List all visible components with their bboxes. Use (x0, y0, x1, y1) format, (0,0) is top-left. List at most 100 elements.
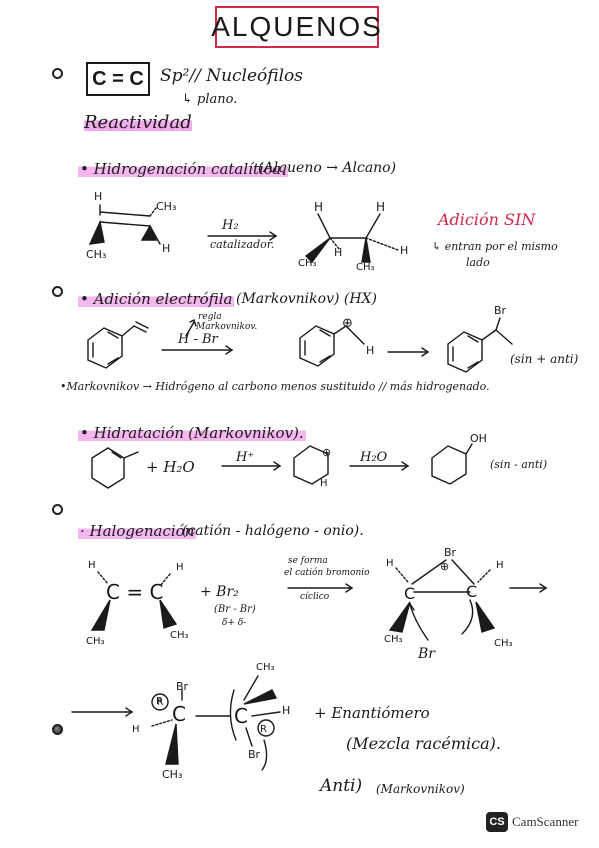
camscanner-brand: CamScanner (512, 814, 579, 829)
sin-anti-result: (sin + anti) (510, 352, 579, 366)
bromonium-plus: ⊕ (440, 560, 450, 573)
bromonium-note: se forma (288, 556, 328, 566)
reactividad-heading: Reactividad (84, 112, 192, 133)
partial-charges: δ+ δ- (222, 618, 247, 628)
ch3-label: CH₃ (162, 768, 183, 781)
adicion-sin-note: ↳ entran por el mismo (432, 240, 558, 253)
r-config-label: R (157, 698, 163, 708)
halogenacion-heading: · Halogenación (78, 522, 197, 540)
benzyl-cation-structure (299, 325, 365, 367)
adicion-electrofila-heading: • Adición electrófila (78, 290, 235, 308)
h-label: H (314, 200, 324, 214)
anti-note: Anti) (320, 776, 363, 796)
adicion-sin-title: Adición SIN (438, 210, 536, 229)
enantiomer-note: + Enantiómero (314, 704, 430, 722)
markovnikov-note: (Markovnikov) (376, 782, 465, 796)
ch3-label: CH₃ (384, 634, 403, 645)
bromonium-ion-structure (388, 559, 496, 641)
reaction-arrow (71, 707, 134, 717)
arrow-top-label: H⁺ (236, 450, 255, 465)
br-label: Br (494, 304, 507, 317)
binder-hole (52, 286, 63, 297)
ch3-label: CH₃ (256, 662, 275, 673)
carbon-label: C (234, 704, 248, 728)
carbocation-plus: ⊕ (342, 316, 353, 331)
styrene-structure (87, 321, 149, 369)
regla-note: regla (198, 312, 222, 322)
reaction-arrow (207, 231, 278, 241)
h-label: H (132, 724, 140, 735)
sin-anti-result: (sin - anti) (490, 458, 548, 471)
plus-water: + H₂O (146, 458, 195, 476)
ch3-label: CH₃ (298, 258, 317, 269)
carbon-label: C (172, 702, 186, 726)
carbon-label: C (466, 582, 478, 601)
reaction-arrow (509, 583, 548, 593)
reaction-arrow (161, 319, 234, 355)
halogenacion-suffix: (catión - halógeno - onio). (182, 523, 364, 539)
bromonium-note: el catión bromonio (284, 568, 370, 578)
br-label: Br (248, 748, 261, 761)
r-config-label: R (260, 724, 267, 735)
h-label: H (400, 244, 409, 257)
binder-hole (52, 724, 63, 735)
bromonium-br: Br (444, 546, 457, 559)
reaction-arrow (387, 347, 430, 357)
hidrogenacion-suffix: (Alqueno → Alcano) (258, 160, 397, 176)
h-label: H (366, 344, 375, 357)
arrow-top-label: H₂ (222, 218, 239, 233)
page-title: ALQUENOS (211, 11, 383, 42)
oh-label: OH (470, 432, 487, 445)
r-config-label: R (156, 696, 163, 707)
reaction-arrow (287, 583, 354, 593)
camscanner-logo: CS (486, 812, 508, 832)
h-label: H (386, 558, 394, 569)
ch3-label: CH₃ (86, 636, 105, 647)
title-box: ALQUENOS (211, 6, 381, 48)
br-label: Br (176, 680, 189, 693)
hidrogenacion-heading: • Hidrogenación catalítica. (78, 160, 288, 178)
bromide-attack: Br (418, 646, 435, 662)
trans-alkene-structure (90, 571, 178, 631)
hidratacion-heading: • Hidratación(Markovnikov). (78, 424, 306, 442)
ch3-label: CH₃ (156, 200, 177, 213)
double-bond-box: C = C (86, 62, 150, 96)
h-label: H (176, 562, 184, 573)
carbocation-plus: ⊕ (322, 446, 332, 459)
h-label: H (162, 242, 171, 255)
h-label: H (88, 560, 96, 571)
arrow-top-label: H₂O (360, 450, 388, 465)
bromine-polarized: (Br - Br) (214, 604, 256, 615)
h-label: H (320, 478, 328, 489)
h-label: H (334, 246, 343, 259)
cyclohexyl-cation-structure (293, 445, 329, 485)
binder-hole (52, 68, 63, 79)
markovnikov-note: Markovnikov. (196, 322, 258, 332)
adicion-electrofila-suffix: (Markovnikov) (HX) (236, 291, 377, 307)
ch3-label: CH₃ (86, 248, 107, 261)
ch3-label: CH₃ (170, 630, 189, 641)
h-label: H (94, 190, 103, 203)
benzyl-bromide-structure (447, 317, 513, 373)
cyclohexanol-structure (431, 443, 473, 485)
h-label: H (496, 560, 504, 571)
arrow-top-label: H - Br (178, 332, 218, 347)
alkane-structure (304, 213, 399, 264)
binder-hole (52, 504, 63, 515)
alkene-equation: C = C (106, 580, 164, 604)
racemic-note: (Mezcla racémica). (346, 734, 501, 753)
markovnikov-rule: •Markovnikov → Hidrógeno al carbono meno… (60, 380, 490, 393)
plano-note: ↳ plano. (182, 92, 238, 107)
h-label: H (376, 200, 386, 214)
reaction-arrow (349, 461, 410, 471)
arrow-bottom-label: catalizador. (210, 238, 275, 251)
h-label: H (282, 704, 291, 717)
ch3-label: CH₃ (356, 262, 375, 273)
adicion-sin-note: lado (466, 256, 490, 269)
alkene-structure (88, 204, 161, 245)
bromonium-note: cíclico (300, 592, 330, 602)
methylcyclohexene-structure (91, 447, 139, 489)
ch3-label: CH₃ (494, 638, 513, 649)
